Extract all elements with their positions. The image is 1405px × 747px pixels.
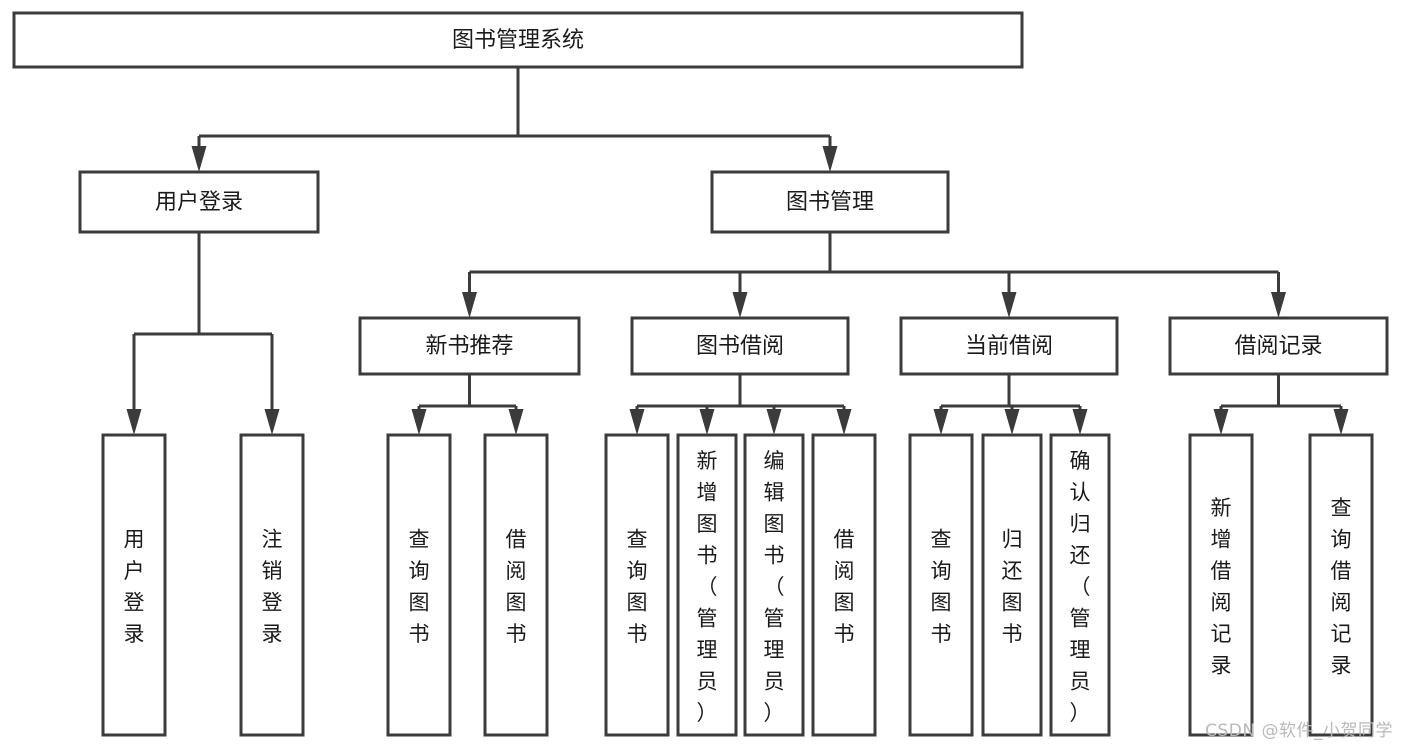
arrow-head-icon (462, 292, 477, 318)
arrow-head-icon (836, 409, 852, 435)
node-box[interactable] (239, 433, 305, 737)
node-label: 当前借阅 (965, 334, 1053, 359)
node-label: 查询图书 (931, 528, 952, 647)
node-label: 借阅图书 (506, 528, 527, 647)
node-box[interactable] (12, 11, 1024, 69)
node-leaf-user-login[interactable]: 用户登录 (101, 433, 167, 737)
arrow-head-icon (411, 409, 427, 435)
edges-layer (126, 67, 1349, 435)
node-box[interactable] (908, 433, 974, 737)
node-label: 新增借阅记录 (1211, 496, 1232, 678)
arrow-head-icon (1271, 292, 1286, 318)
edge-new-book-recommend-bus (411, 374, 524, 435)
node-leaf-return-book[interactable]: 归还图书 (981, 433, 1043, 737)
edge-book-manage-bus (462, 232, 1286, 318)
arrow-head-icon (822, 146, 838, 172)
node-borrow-record[interactable]: 借阅记录 (1168, 316, 1389, 376)
node-box[interactable] (483, 433, 549, 737)
node-box[interactable] (1188, 433, 1254, 737)
arrow-head-icon (766, 409, 782, 435)
node-label: 查询图书 (409, 528, 430, 647)
node-book-borrow[interactable]: 图书借阅 (630, 316, 850, 376)
node-root[interactable]: 图书管理系统 (12, 11, 1024, 69)
node-label: 新书推荐 (425, 334, 513, 359)
node-box[interactable] (710, 170, 950, 234)
node-label: 注销登录 (262, 528, 283, 647)
node-label: 编辑图书（管理员） (764, 449, 785, 725)
node-box[interactable] (1049, 433, 1111, 737)
node-label: 借阅图书 (834, 528, 855, 647)
node-box[interactable] (101, 433, 167, 737)
nodes-layer: 图书管理系统用户登录图书管理新书推荐图书借阅当前借阅借阅记录用户登录注销登录查询… (12, 11, 1389, 737)
node-box[interactable] (630, 316, 850, 376)
node-leaf-query-book-borrow[interactable]: 查询图书 (604, 433, 670, 737)
arrow-head-icon (126, 409, 142, 435)
node-box[interactable] (899, 316, 1119, 376)
node-label: 图书借阅 (696, 334, 784, 359)
node-label: 借阅记录 (1234, 334, 1322, 359)
node-label: 归还图书 (1002, 528, 1023, 647)
arrow-head-icon (1333, 409, 1349, 435)
edge-book-borrow-bus (629, 374, 852, 435)
node-label: 图书管理系统 (452, 28, 584, 53)
node-leaf-edit-book-admin[interactable]: 编辑图书（管理员） (743, 433, 805, 737)
node-leaf-query-borrow-record[interactable]: 查询借阅记录 (1308, 433, 1374, 737)
node-box[interactable] (811, 433, 877, 737)
node-box[interactable] (981, 433, 1043, 737)
node-leaf-borrow-book[interactable]: 借阅图书 (811, 433, 877, 737)
arrow-head-icon (732, 292, 748, 318)
arrow-head-icon (1004, 409, 1020, 435)
edge-borrow-record-bus (1213, 374, 1349, 435)
edge-root-bus (191, 67, 838, 172)
node-leaf-logout-login[interactable]: 注销登录 (239, 433, 305, 737)
node-label: 用户登录 (124, 528, 145, 647)
arrow-head-icon (1001, 292, 1017, 318)
arrow-head-icon (629, 409, 645, 435)
node-label: 确认归还（管理员） (1070, 449, 1091, 725)
node-label: 查询图书 (627, 528, 648, 647)
node-label: 用户登录 (155, 190, 243, 215)
arrow-head-icon (508, 409, 524, 435)
node-leaf-query-book-current[interactable]: 查询图书 (908, 433, 974, 737)
arrow-head-icon (1072, 409, 1088, 435)
node-box[interactable] (358, 316, 581, 376)
watermark-label: CSDN @软件_小贺同学 (1205, 721, 1393, 741)
node-label: 图书管理 (786, 190, 874, 215)
node-box[interactable] (1308, 433, 1374, 737)
arrow-head-icon (191, 146, 207, 172)
arrow-head-icon (1213, 409, 1229, 435)
node-leaf-confirm-return-admin[interactable]: 确认归还（管理员） (1049, 433, 1111, 737)
node-box[interactable] (78, 170, 320, 234)
node-label: 新增图书（管理员） (697, 449, 718, 725)
node-new-book-recommend[interactable]: 新书推荐 (358, 316, 581, 376)
arrow-head-icon (264, 409, 280, 435)
node-box[interactable] (386, 433, 452, 737)
node-user-login[interactable]: 用户登录 (78, 170, 320, 234)
node-leaf-add-borrow-record[interactable]: 新增借阅记录 (1188, 433, 1254, 737)
arrow-head-icon (699, 409, 715, 435)
edge-current-borrow-bus (933, 374, 1088, 435)
node-leaf-borrow-book-recommend[interactable]: 借阅图书 (483, 433, 549, 737)
node-leaf-query-book-recommend[interactable]: 查询图书 (386, 433, 452, 737)
node-label: 查询借阅记录 (1331, 496, 1352, 678)
node-book-manage[interactable]: 图书管理 (710, 170, 950, 234)
node-box[interactable] (676, 433, 738, 737)
node-leaf-add-book-admin[interactable]: 新增图书（管理员） (676, 433, 738, 737)
node-box[interactable] (743, 433, 805, 737)
node-box[interactable] (604, 433, 670, 737)
edge-user-login-bus (126, 232, 280, 435)
node-box[interactable] (1168, 316, 1389, 376)
node-current-borrow[interactable]: 当前借阅 (899, 316, 1119, 376)
arrow-head-icon (933, 409, 949, 435)
